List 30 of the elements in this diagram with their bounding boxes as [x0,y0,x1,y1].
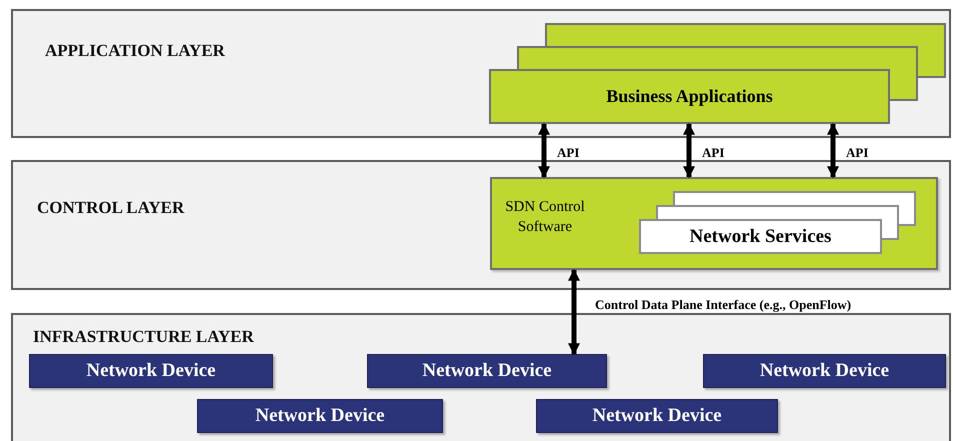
box-label: Network Device [86,360,216,382]
layer-title: APPLICATION LAYER [45,41,225,61]
process-box [490,177,938,270]
layer-panel [11,160,951,290]
network-device-box [367,354,607,388]
layer-panel [11,9,951,138]
box-label: Network Device [422,360,552,382]
box-label: Network Services [688,225,832,249]
network-device-box [29,354,273,388]
double-arrow [568,268,580,356]
edge-label: API [556,146,580,160]
edge-label: API [845,146,870,160]
network-device-box [703,354,946,388]
layer-title: INFRASTRUCTURE LAYER [33,327,254,347]
edge-label: API [701,146,726,160]
box-label: Network Device [255,405,385,427]
box-label: SDN Control Software [504,198,586,237]
edge-label: Control Data Plane Interface (e.g., OpenFlow) [594,298,852,312]
stacked-boxes [489,23,946,124]
box-label: Network Device [592,405,722,427]
double-arrow [683,122,695,178]
layer-title: CONTROL LAYER [37,198,184,218]
box-label: Business Applications [605,85,774,108]
layer-panel [11,313,951,441]
double-arrow [538,122,550,178]
stacked-boxes [639,191,916,254]
network-device-box [197,399,443,433]
double-arrow [827,122,839,178]
box-label: Network Device [760,360,890,382]
network-device-box [536,399,778,433]
